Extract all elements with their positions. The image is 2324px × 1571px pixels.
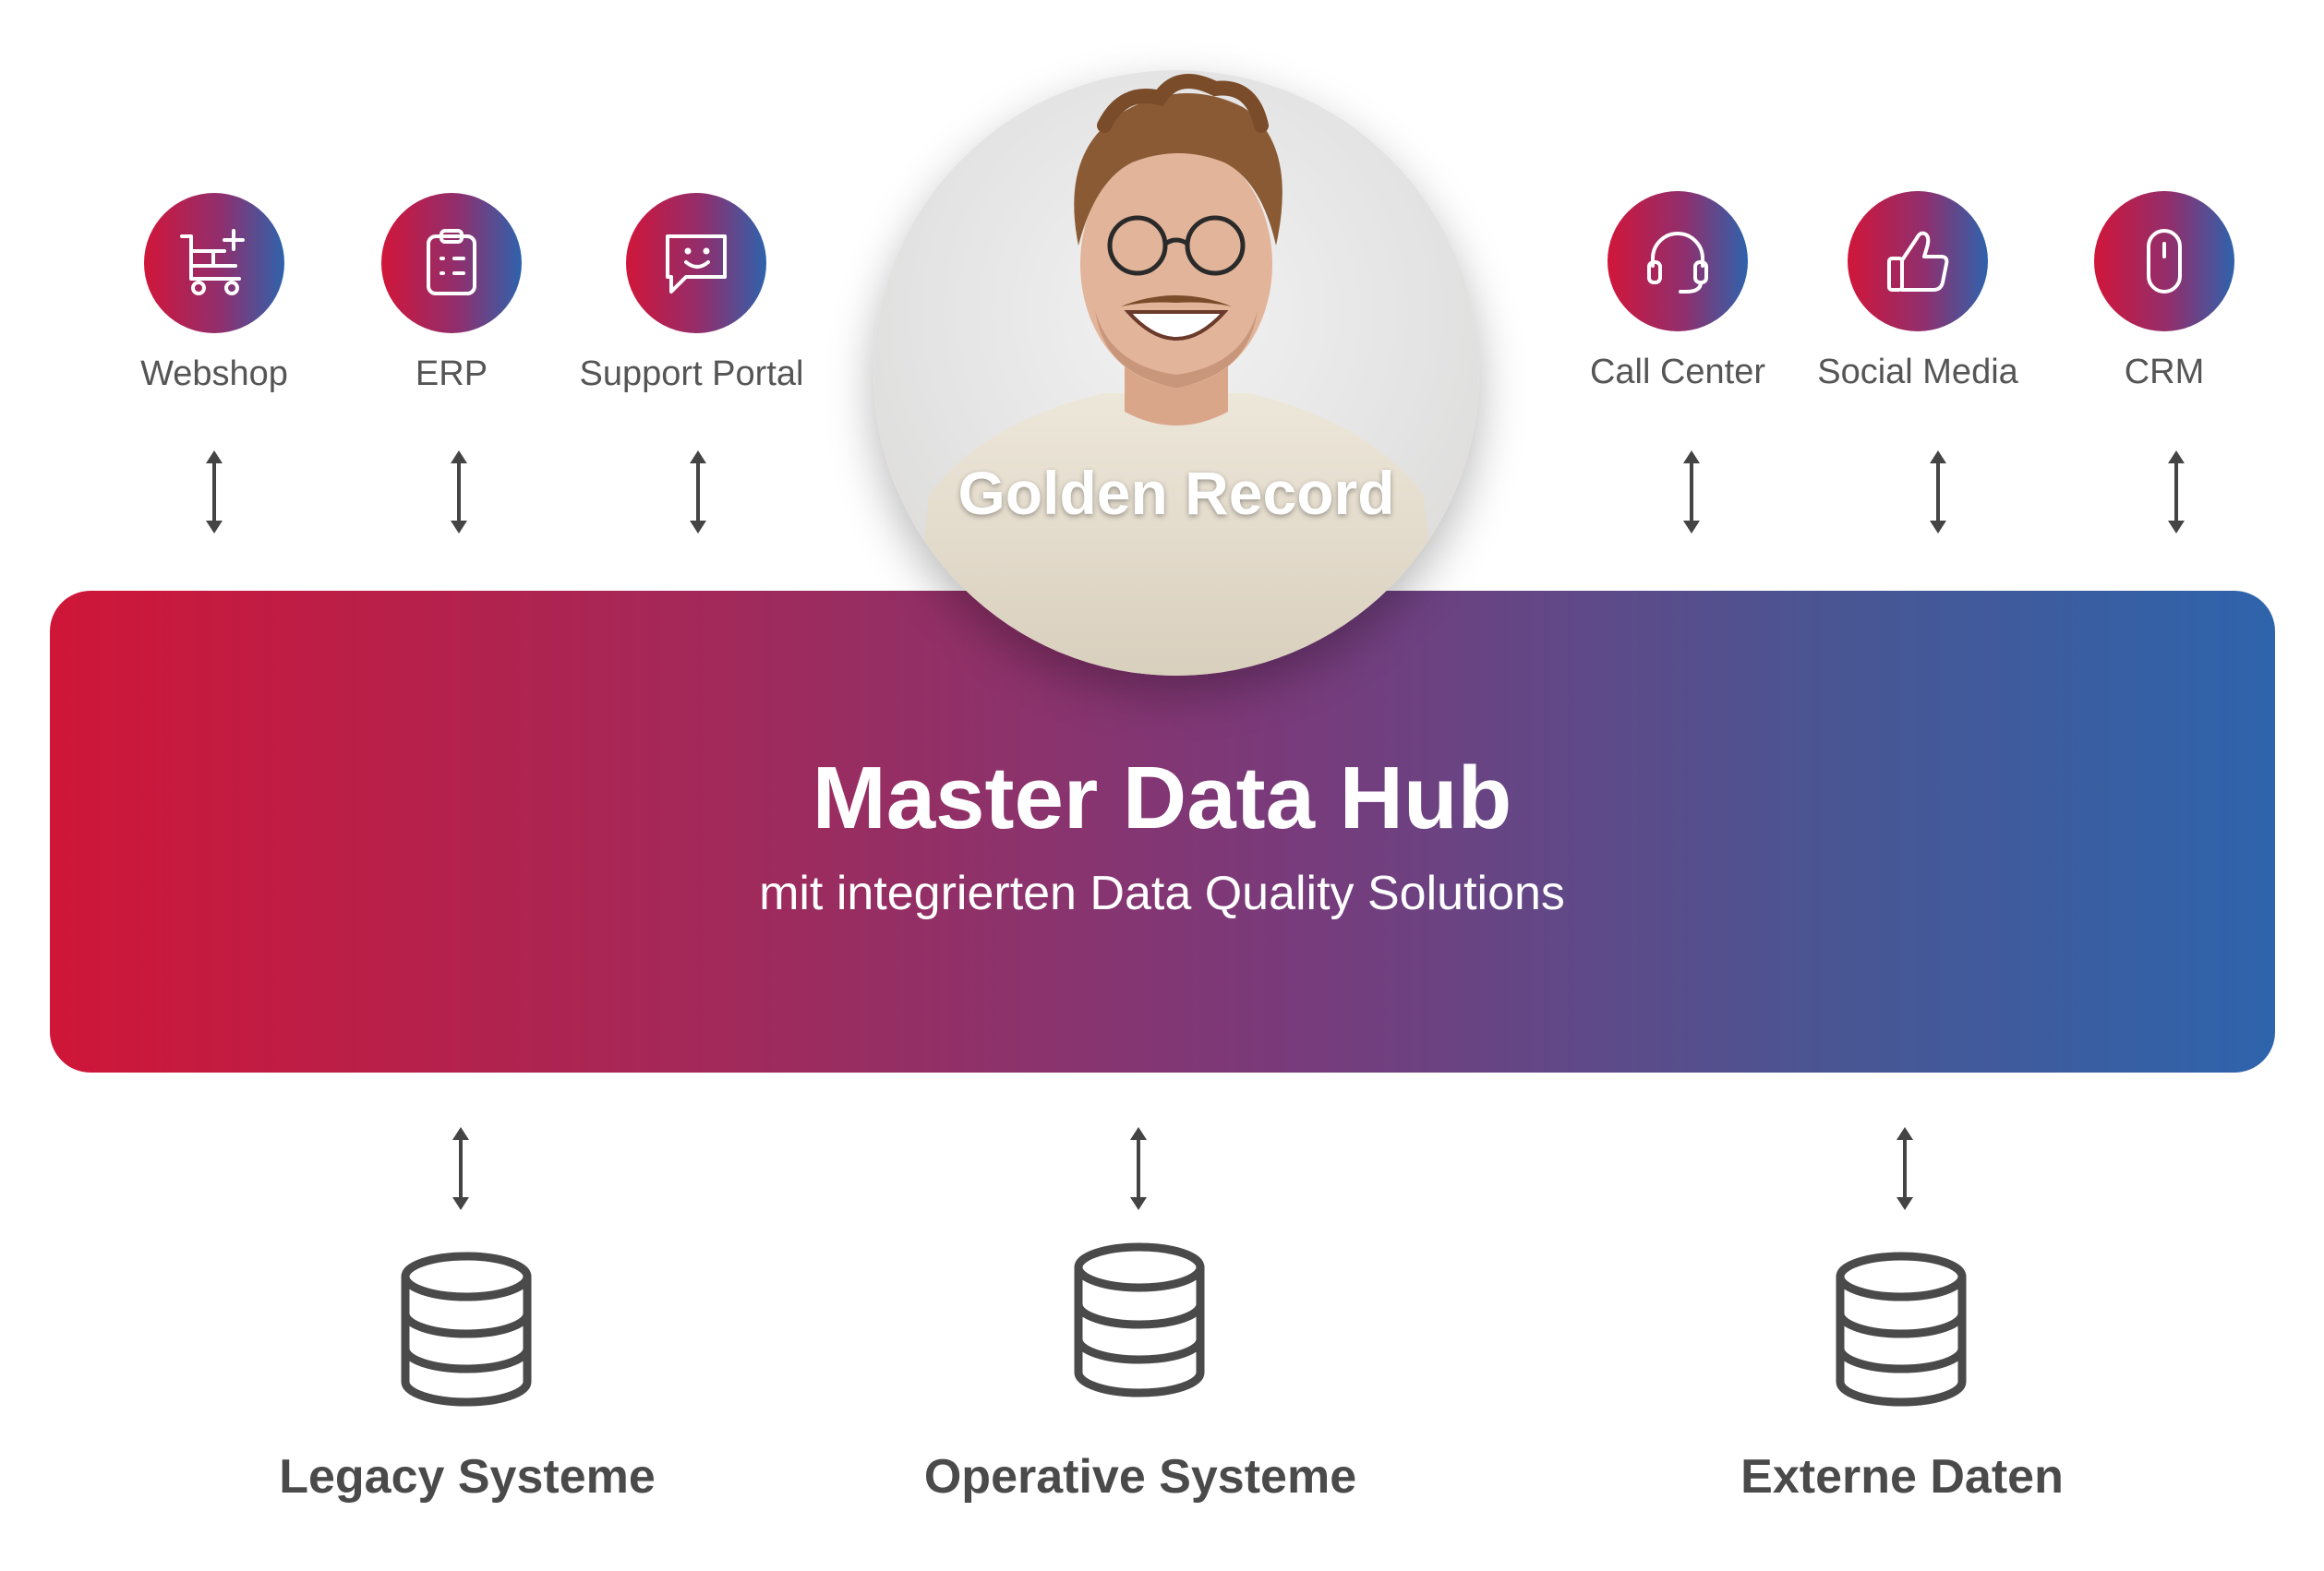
social-media-circle [1848, 191, 1988, 331]
double-arrow-icon [1891, 1127, 1919, 1210]
node-label: ERP [415, 354, 488, 393]
database-icon [1832, 1251, 1970, 1408]
source-label: Legacy Systeme [279, 1450, 656, 1504]
golden-record-portrait [873, 70, 1479, 676]
node-label: Support Portal [579, 354, 804, 393]
headset-icon [1647, 232, 1708, 294]
crm-circle [2094, 191, 2234, 331]
double-arrow-icon [1125, 1127, 1152, 1210]
thumbs-up-icon [1887, 231, 1949, 292]
erp-circle [381, 193, 522, 333]
node-label: Social Media [1817, 353, 2018, 391]
node-label: CRM [2124, 353, 2205, 391]
golden-record-label: Golden Record [957, 459, 1395, 527]
source-label: Externe Daten [1740, 1450, 2064, 1504]
source-label: Operative Systeme [923, 1450, 1357, 1504]
webshop-circle [144, 193, 284, 333]
shopping-cart-icon [180, 229, 245, 295]
clipboard-icon [427, 229, 476, 295]
double-arrow-icon [447, 1127, 475, 1210]
node-label: Webshop [140, 354, 288, 393]
double-arrow-icon [1924, 450, 1952, 534]
hub-subtitle: mit integrierten Data Quality Solutions [759, 867, 1565, 920]
double-arrow-icon [684, 450, 712, 534]
hub-title: Master Data Hub [812, 749, 1512, 847]
person-photo-illustration [910, 74, 1442, 676]
double-arrow-icon [445, 450, 473, 534]
support-portal-circle [626, 193, 766, 333]
mouse-icon [2147, 229, 2182, 294]
database-icon [1070, 1241, 1209, 1398]
double-arrow-icon [1678, 450, 1705, 534]
chat-bubble-smile-icon [666, 234, 727, 294]
double-arrow-icon [200, 450, 228, 534]
database-icon [397, 1251, 536, 1408]
double-arrow-icon [2162, 450, 2190, 534]
call-center-circle [1608, 191, 1748, 331]
node-label: Call Center [1589, 353, 1766, 391]
